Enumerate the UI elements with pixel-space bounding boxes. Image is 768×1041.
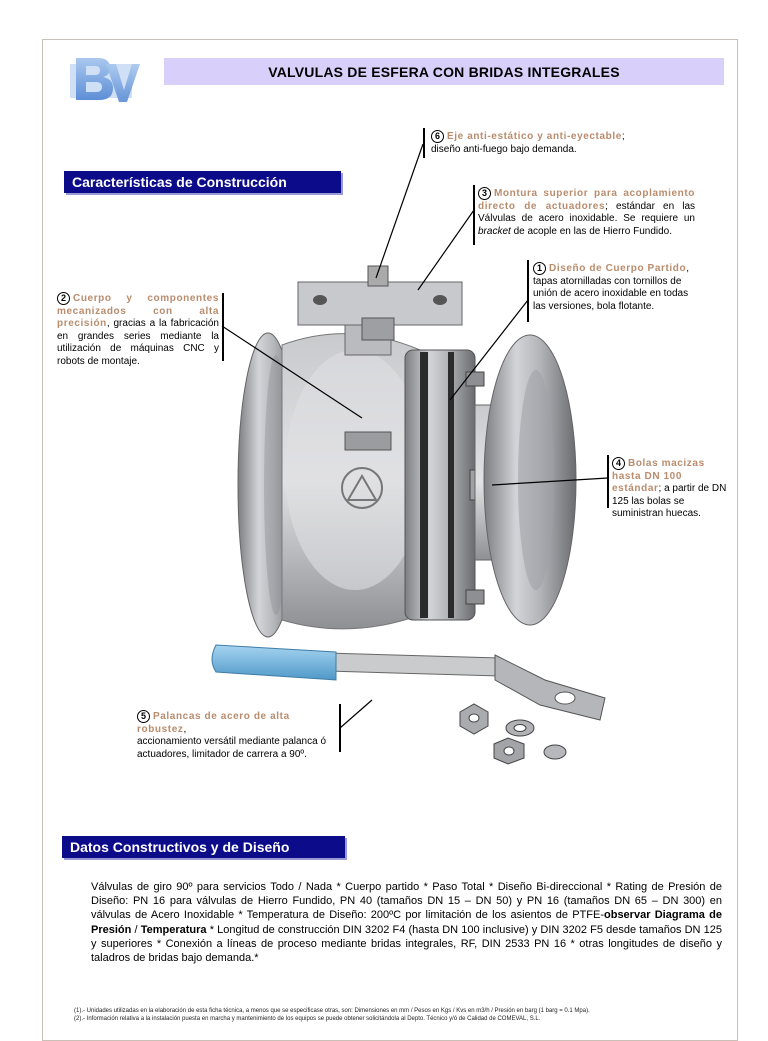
document-title: VALVULAS DE ESFERA CON BRIDAS INTEGRALES — [164, 58, 724, 85]
callout-highlight: Palancas de acero de alta robustez — [137, 711, 290, 735]
callout-number: 1 — [533, 262, 546, 275]
callout-bar-4 — [607, 455, 609, 508]
leader-line-5 — [339, 699, 373, 729]
callout-number: 4 — [612, 457, 625, 470]
callout-number: 5 — [137, 710, 150, 723]
callout-highlight: Cuerpo y componentes mecanizados con alt… — [57, 293, 219, 330]
callout-highlight: Bolas macizas hasta DN 100 estándar — [612, 458, 705, 495]
bv-logo — [70, 58, 140, 102]
callout-bar-2 — [222, 293, 224, 361]
callout-highlight: Eje anti-estático y anti-eyectable — [447, 131, 622, 143]
footnotes: (1).- Unidades utilizadas en la elaborac… — [74, 1007, 590, 1023]
callout-highlight: Diseño de Cuerpo Partido — [549, 263, 687, 275]
callout-text: a partir de DN 125 las bolas se suminist… — [612, 483, 727, 520]
callout-text: diseño anti-fuego bajo demanda. — [431, 143, 577, 155]
footnote-2: (2).- Información relativa a la instalac… — [74, 1016, 541, 1022]
callout-bar-3 — [473, 185, 475, 245]
callout-text: gracias a la fabricación en grandes seri… — [57, 318, 219, 367]
leader-line-4 — [491, 477, 609, 486]
callout-text: estándar en las Válvulas de acero inoxid… — [478, 200, 696, 225]
leader-line-1 — [449, 299, 529, 401]
section-header-construction: Características de Construcción — [64, 171, 341, 193]
leader-line-6 — [375, 143, 424, 279]
design-description: Válvulas de giro 90º para servicios Todo… — [91, 881, 723, 965]
leader-line-2 — [221, 325, 363, 419]
callout-number: 6 — [431, 130, 444, 143]
section-header-design: Datos Constructivos y de Diseño — [62, 836, 345, 858]
callout-text: accionamiento versátil mediante palanca … — [137, 736, 326, 760]
callout-text: tapas atornilladas con tornillos de unió… — [533, 275, 689, 312]
callout-number: 2 — [57, 292, 70, 305]
callout-bar-1 — [527, 260, 529, 322]
callout-highlight: Montura superior para acoplamiento direc… — [478, 188, 695, 212]
callout-number: 3 — [478, 187, 491, 200]
callout-bar-6 — [423, 128, 425, 158]
footnote-1: (1).- Unidades utilizadas en la elaborac… — [74, 1008, 590, 1014]
leader-line-3 — [417, 209, 475, 291]
callout-bar-5 — [339, 704, 341, 752]
